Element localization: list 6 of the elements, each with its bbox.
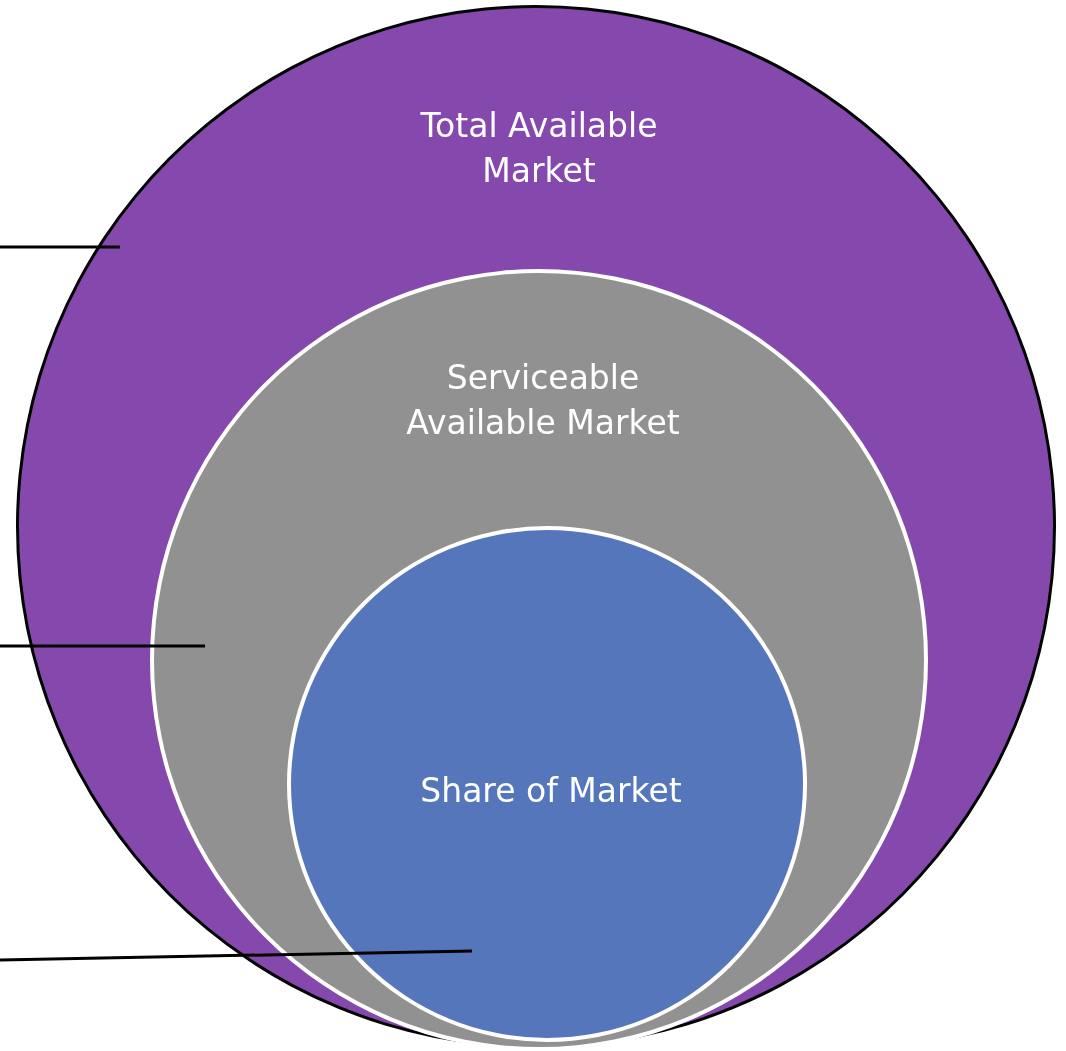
leader-line: [0, 949, 473, 962]
circle-label: Serviceable Available Market: [405, 357, 681, 444]
circle-label: Share of Market: [419, 770, 683, 812]
leader-line: [0, 245, 120, 249]
leader-line: [0, 644, 205, 648]
circle-label: Total Available Market: [419, 105, 659, 192]
